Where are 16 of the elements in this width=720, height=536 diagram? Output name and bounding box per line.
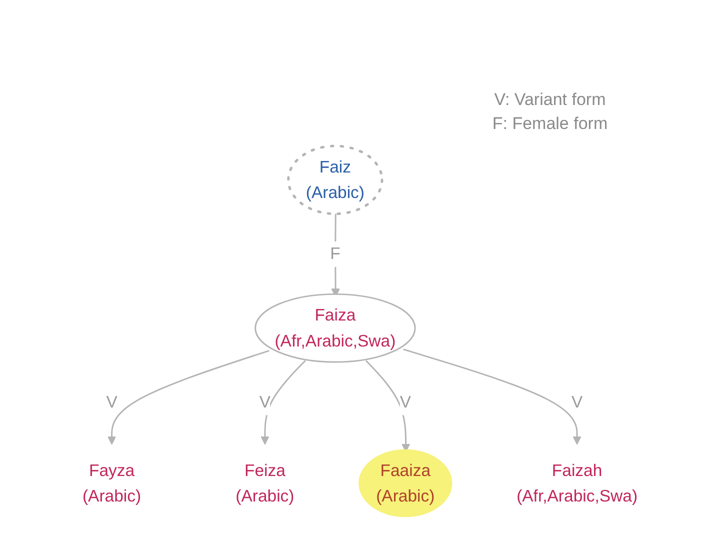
arrow [107,350,270,445]
note-text: V: Variant form [494,89,606,111]
edge-label: V [259,392,271,412]
node-text: Feiza (Arabic) [236,461,294,505]
node-ellipse: Faaiza (Arabic) [358,449,452,518]
node-ellipse: Faiza (Afr,Arabic,Swa) [254,293,416,363]
node-text: Faizah (Afr,Arabic,Swa) [516,461,638,505]
note-text: F: Female form [492,113,608,135]
edge-label: V [400,392,411,412]
arrow [260,360,306,445]
edge-label: F [330,244,340,264]
node-ellipse: Faiz (Arabic) [287,144,384,216]
arrow [403,348,582,445]
node-text: Fayza (Arabic) [82,461,142,505]
edge-label: V [106,392,118,412]
edge-label: V [571,392,583,412]
